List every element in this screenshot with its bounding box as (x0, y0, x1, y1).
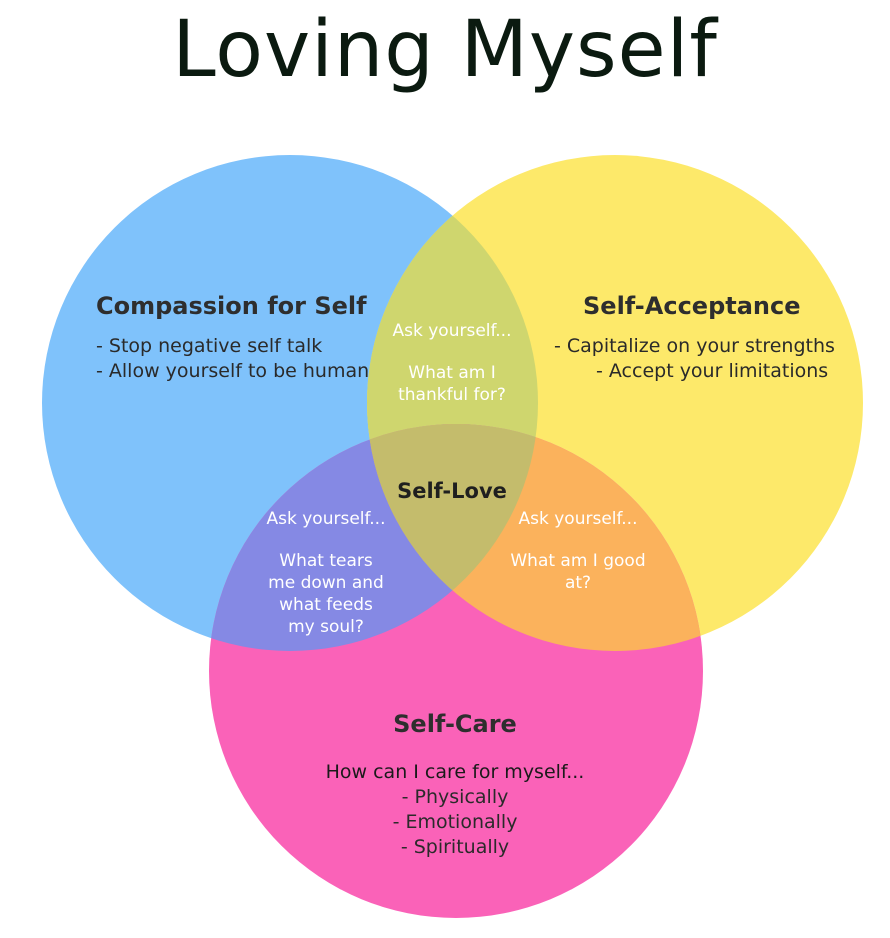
care-line: - Spiritually (400, 836, 510, 858)
care-block: Self-Care How can I care for myself... -… (305, 710, 605, 860)
care-line: - Physically (401, 786, 509, 808)
overlap-left-line: what feeds (279, 595, 373, 615)
self-love-heading: Self-Love (397, 479, 507, 503)
blue-pink-overlap (209, 424, 538, 651)
compassion-heading: Compassion for Self (96, 292, 367, 320)
page-title: Loving Myself (172, 5, 718, 95)
yellow-pink-overlap (367, 424, 703, 651)
overlap-top-block: Ask yourself... What am I thankful for? (372, 320, 532, 406)
overlap-right-block: Ask yourself... What am I good at? (498, 508, 658, 594)
overlap-left-line: What tears (279, 551, 373, 571)
acceptance-heading: Self-Acceptance (583, 292, 801, 320)
overlap-top-line: thankful for? (398, 385, 506, 405)
overlap-top-ask: Ask yourself... (392, 321, 512, 341)
overlap-right-line: at? (564, 573, 592, 593)
overlap-right-line: What am I good (510, 551, 646, 571)
care-heading: Self-Care (393, 710, 517, 738)
overlap-right-ask: Ask yourself... (518, 509, 638, 529)
acceptance-block: Self-Acceptance - Capitalize on your str… (550, 292, 850, 384)
compassion-block: Compassion for Self - Stop negative self… (96, 292, 369, 384)
overlap-top-line: What am I (408, 363, 496, 383)
care-prompt: How can I care for myself... (325, 761, 585, 783)
care-line: - Emotionally (392, 811, 518, 833)
acceptance-line: - Accept your limitations (596, 360, 829, 382)
self-love-block: Self-Love (372, 479, 532, 503)
acceptance-line: - Capitalize on your strengths (554, 335, 835, 357)
overlap-left-line: me down and (268, 573, 384, 593)
compassion-line: - Stop negative self talk (96, 335, 323, 357)
overlap-left-line: my soul? (288, 617, 364, 637)
compassion-line: - Allow yourself to be human (96, 360, 370, 382)
overlap-left-ask: Ask yourself... (266, 509, 386, 529)
overlap-left-block: Ask yourself... What tears me down and w… (248, 508, 404, 638)
